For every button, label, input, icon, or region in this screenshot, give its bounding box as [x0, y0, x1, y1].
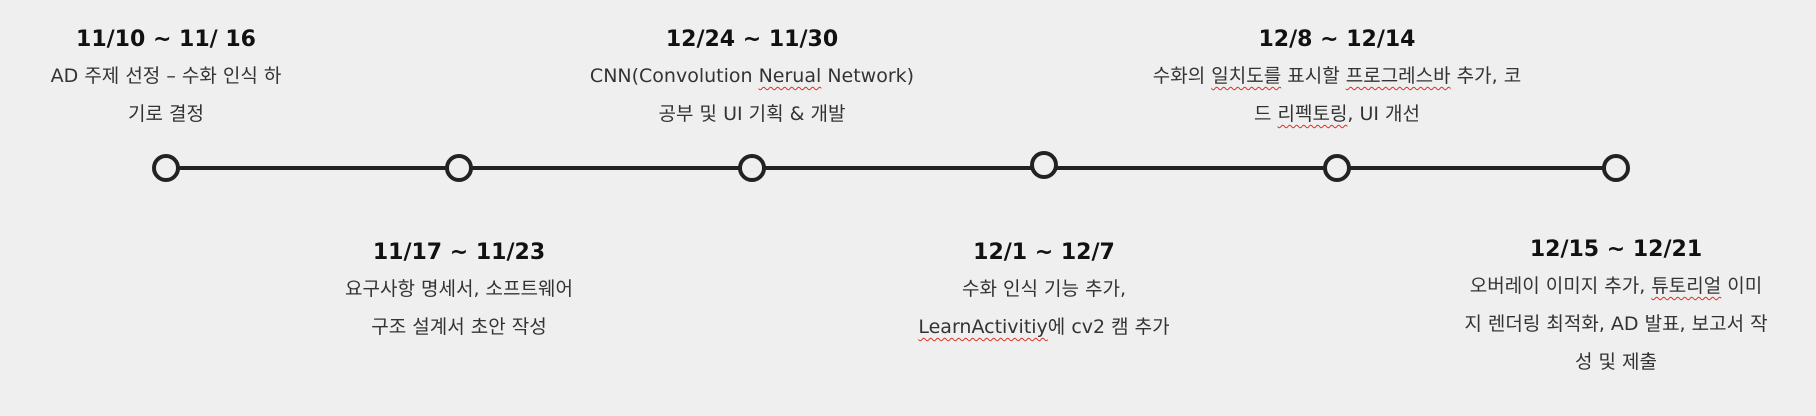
event-description-line: 드 리펙토링, UI 개선: [1147, 95, 1527, 133]
timeline-node-1: [152, 154, 180, 182]
event-description-line: 기로 결정: [128, 103, 204, 125]
text-run: CNN(Convolution: [589, 65, 759, 87]
timeline-node-5: [1323, 154, 1351, 182]
timeline-line: [166, 166, 1616, 170]
text-run: 수화의: [1152, 65, 1212, 87]
timeline-node-4: [1030, 151, 1058, 179]
event-description-line: CNN(Convolution Nerual Network): [562, 57, 942, 95]
text-run: 오버레이 이미지 추가,: [1469, 275, 1652, 297]
event-description-line: 수화의 일치도를 표시할 프로그레스바 추가, 코: [1147, 57, 1527, 95]
event-description: AD 주제 선정 – 수화 인식 하 기로 결정: [0, 57, 356, 133]
timeline-node-2: [445, 154, 473, 182]
event-date: 12/15 ~ 12/21: [1529, 237, 1703, 262]
text-run: 드: [1253, 103, 1278, 125]
text-run: 추가, 코: [1450, 65, 1522, 87]
timeline-event-1: 11/10 ~ 11/ 16 AD 주제 선정 – 수화 인식 하 기로 결정: [0, 23, 356, 133]
event-description-line: 공부 및 UI 기획 & 개발: [658, 103, 846, 125]
event-description-line: 오버레이 이미지 추가, 튜토리얼 이미: [1426, 267, 1806, 305]
timeline-node-6: [1602, 154, 1630, 182]
event-date: 11/10 ~ 11/ 16: [76, 27, 256, 52]
text-run: Network): [821, 65, 915, 87]
timeline-event-2: 11/17 ~ 11/23 요구사항 명세서, 소프트웨어 구조 설계서 초안 …: [269, 236, 649, 346]
spellcheck-word: 리펙토링: [1277, 103, 1348, 125]
event-description-line: 성 및 제출: [1575, 351, 1657, 373]
text-run: 이미: [1721, 275, 1763, 297]
timeline-event-4: 12/1 ~ 12/7 수화 인식 기능 추가, LearnActivitiy에…: [854, 236, 1234, 346]
event-date: 12/8 ~ 12/14: [1258, 27, 1416, 52]
event-description: 수화의 일치도를 표시할 프로그레스바 추가, 코 드 리펙토링, UI 개선: [1147, 57, 1527, 133]
spellcheck-word: Nerual: [758, 65, 822, 87]
event-description-line: 구조 설계서 초안 작성: [371, 316, 547, 338]
timeline-node-3: [738, 154, 766, 182]
text-run: 표시할: [1281, 65, 1346, 87]
event-description: 오버레이 이미지 추가, 튜토리얼 이미 지 렌더링 최적화, AD 발표, 보…: [1426, 267, 1806, 381]
spellcheck-word: 프로그레스바: [1345, 65, 1451, 87]
text-run: 에 cv2 캠 추가: [1047, 316, 1170, 338]
event-description-line: 요구사항 명세서, 소프트웨어: [345, 278, 573, 300]
event-description: 수화 인식 기능 추가, LearnActivitiy에 cv2 캠 추가: [854, 270, 1234, 346]
event-date: 12/1 ~ 12/7: [973, 240, 1115, 265]
event-description-line: AD 주제 선정 – 수화 인식 하: [50, 65, 282, 87]
event-description-line: 수화 인식 기능 추가,: [962, 278, 1126, 300]
timeline-event-5: 12/8 ~ 12/14 수화의 일치도를 표시할 프로그레스바 추가, 코 드…: [1147, 23, 1527, 133]
timeline-event-3: 12/24 ~ 11/30 CNN(Convolution Nerual Net…: [562, 23, 942, 133]
spellcheck-word: 튜토리얼: [1651, 275, 1722, 297]
event-date: 11/17 ~ 11/23: [372, 240, 546, 265]
event-date: 12/24 ~ 11/30: [665, 27, 839, 52]
timeline-event-6: 12/15 ~ 12/21 오버레이 이미지 추가, 튜토리얼 이미 지 렌더링…: [1426, 233, 1806, 381]
spellcheck-word: LearnActivitiy: [918, 316, 1048, 338]
event-description: CNN(Convolution Nerual Network) 공부 및 UI …: [562, 57, 942, 133]
event-description-line: 지 렌더링 최적화, AD 발표, 보고서 작: [1464, 313, 1768, 335]
event-description: 요구사항 명세서, 소프트웨어 구조 설계서 초안 작성: [269, 270, 649, 346]
spellcheck-word: 일치도를: [1211, 65, 1282, 87]
text-run: , UI 개선: [1347, 103, 1421, 125]
event-description-line: LearnActivitiy에 cv2 캠 추가: [854, 308, 1234, 346]
